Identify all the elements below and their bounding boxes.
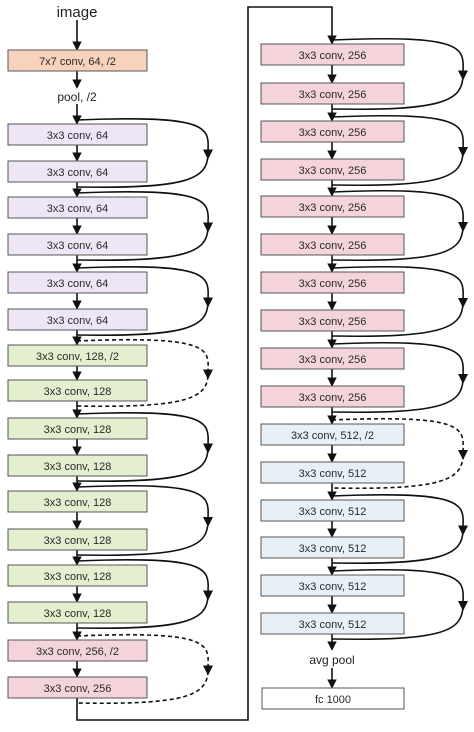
fc-1000-label: fc 1000	[315, 694, 351, 706]
left-layer-box	[7, 123, 148, 146]
left-shortcut-connection-head	[203, 297, 213, 308]
left-layer-label: 3x3 conv, 128	[44, 608, 112, 620]
right-shortcut-connection-head	[458, 222, 468, 232]
left-layer-box	[7, 490, 148, 513]
right-shortcut-connection-head	[458, 450, 468, 460]
left-layer-box	[7, 564, 148, 587]
right-shortcut-connection-head	[458, 70, 468, 81]
left-layer-box	[7, 308, 148, 331]
right-layer-box	[260, 461, 405, 484]
left-layer-label: 3x3 conv, 64	[47, 278, 109, 290]
left-layer-box	[7, 676, 148, 699]
left-layer-label: 3x3 conv, 64	[47, 130, 109, 142]
right-layer-box	[260, 43, 405, 66]
left-layer-label: 3x3 conv, 128	[44, 497, 112, 509]
right-layer-box	[260, 536, 405, 559]
column-connector-line	[76, 6, 337, 721]
right-layer-label: 3x3 conv, 256	[299, 316, 367, 328]
right-layer-label: 3x3 conv, 512	[299, 506, 367, 518]
right-layer-label: 3x3 conv, 256	[299, 354, 367, 366]
left-layer-box	[7, 639, 148, 662]
right-layer-label: 3x3 conv, 256	[299, 165, 367, 177]
left-layer-label: 3x3 conv, 256	[44, 683, 112, 695]
left-layer-box	[7, 528, 148, 551]
left-layer-label: 3x3 conv, 128	[44, 386, 112, 398]
left-layer-label: 3x3 conv, 128	[44, 424, 112, 436]
right-layer-box	[260, 574, 405, 597]
right-layer-label: 3x3 conv, 512	[299, 468, 367, 480]
left-layer-label: 3x3 conv, 64	[47, 315, 109, 327]
right-layer-box	[260, 309, 405, 332]
left-layer-label: 7x7 conv, 64, /2	[39, 56, 116, 68]
right-layer-box	[260, 385, 405, 408]
right-layer-label: 3x3 conv, 256	[299, 392, 367, 404]
left-shortcut-connection-head	[203, 443, 213, 454]
right-layer-label: 3x3 conv, 256	[299, 127, 367, 139]
left-layer-label: 3x3 conv, 128	[44, 535, 112, 547]
left-shortcut-connection-head	[203, 590, 213, 601]
left-layer-label: 3x3 conv, 64	[47, 203, 109, 215]
right-layer-label: 3x3 conv, 256	[299, 202, 367, 214]
right-layer-box	[260, 423, 405, 446]
left-layer-box	[7, 417, 148, 440]
left-layer-label: 3x3 conv, 128	[44, 571, 112, 583]
left-layer-label: 3x3 conv, 256, /2	[36, 646, 119, 658]
left-shortcut-connection-head	[203, 369, 213, 380]
right-shortcut-connection-head	[458, 525, 468, 536]
right-layer-box	[260, 612, 405, 635]
right-layer-label: 3x3 conv, 512	[299, 543, 367, 555]
left-shortcut-connection-head	[203, 665, 213, 676]
left-shortcut-connection	[76, 633, 209, 705]
right-layer-label: 3x3 conv, 256	[299, 50, 367, 62]
right-shortcut-connection-head	[458, 298, 468, 308]
left-layer-box	[7, 454, 148, 477]
right-layer-box	[260, 120, 405, 143]
left-layer-box	[7, 233, 148, 256]
right-layer-box	[260, 499, 405, 522]
right-layer-label: 3x3 conv, 256	[299, 278, 367, 290]
right-layer-box	[260, 233, 405, 256]
right-shortcut-connection-head	[458, 147, 468, 157]
left-layer-box	[7, 160, 148, 183]
left-layer-label: 3x3 conv, 64	[47, 167, 109, 179]
left-layer-label: 3x3 conv, 128, /2	[36, 351, 119, 363]
right-shortcut-connection	[331, 417, 464, 490]
right-layer-label: 3x3 conv, 512	[299, 581, 367, 593]
left-layer-box	[7, 379, 148, 402]
input-image-label: image	[57, 4, 98, 21]
right-shortcut-connection-head	[458, 374, 468, 384]
left-shortcut-connection	[76, 338, 209, 408]
left-layer-label: 3x3 conv, 64	[47, 240, 109, 252]
left-layer-box	[7, 196, 148, 219]
pool-label: pool, /2	[57, 90, 97, 104]
left-layer-box	[7, 49, 148, 72]
left-shortcut-connection-head	[203, 149, 213, 160]
right-layer-label: 3x3 conv, 512, /2	[291, 430, 374, 442]
right-layer-label: 3x3 conv, 512	[299, 619, 367, 631]
right-layer-box	[260, 158, 405, 181]
left-layer-box	[7, 271, 148, 294]
right-layer-box	[260, 271, 405, 294]
right-layer-box	[260, 195, 405, 218]
left-layer-label: 3x3 conv, 128	[44, 461, 112, 473]
left-layer-box	[7, 344, 148, 367]
left-shortcut-connection-head	[203, 517, 213, 527]
left-shortcut-connection-head	[203, 222, 213, 233]
left-layer-box	[7, 601, 148, 624]
avg-pool-label: avg pool	[309, 653, 354, 667]
right-layer-label: 3x3 conv, 256	[299, 89, 367, 101]
right-shortcut-connection-head	[458, 601, 468, 611]
right-layer-label: 3x3 conv, 256	[299, 240, 367, 252]
fc-1000-layer	[261, 687, 405, 710]
right-layer-box	[260, 347, 405, 370]
right-layer-box	[260, 82, 405, 105]
